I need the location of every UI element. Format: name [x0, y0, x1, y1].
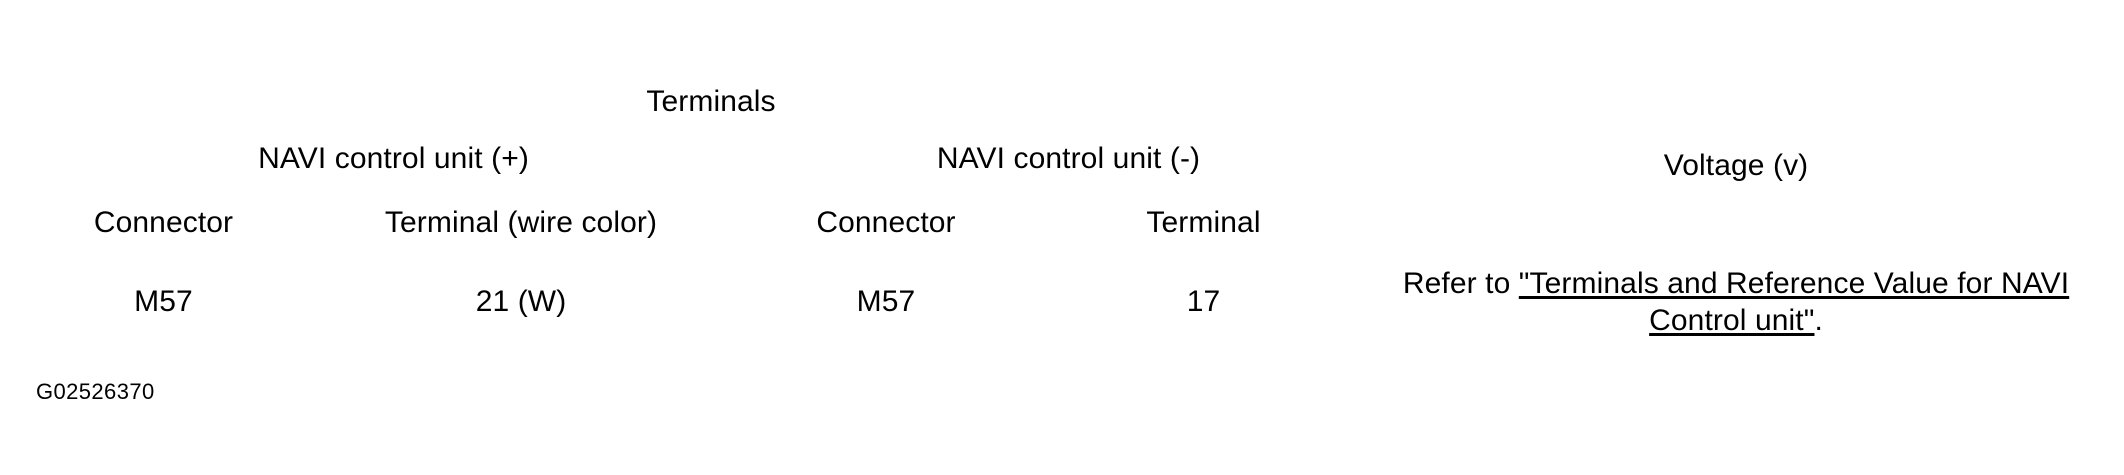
voltage-refer-prefix: Refer to	[1402, 266, 1511, 300]
table-header-row-navi-units: NAVI control unit (+) NAVI control unit …	[36, 129, 2086, 189]
figure-id-caption: G02526370	[36, 379, 155, 404]
voltage-reference-link[interactable]: "Terminals and Reference Value for NAVI …	[1518, 266, 2070, 338]
cell-terminal-negative: 17	[1186, 285, 1221, 319]
table-row: M57 21 (W) M57 17 Refer to "Terminals an…	[36, 257, 2086, 347]
table-header-row-group: Terminals Voltage (v)	[36, 74, 2086, 182]
table-header-row-columns: Connector Terminal (wire color) Connecto…	[36, 189, 2086, 257]
terminals-voltage-table: Terminals Voltage (v) NAVI control unit …	[36, 74, 2087, 347]
header-connector-negative: Connector	[816, 206, 956, 240]
header-connector-positive: Connector	[93, 206, 234, 240]
header-terminal-wire-color: Terminal (wire color)	[384, 206, 658, 240]
header-voltage: Voltage (v)	[1663, 148, 1809, 182]
header-terminals-group: Terminals	[646, 84, 776, 118]
header-navi-control-unit-negative: NAVI control unit (-)	[936, 142, 1201, 176]
header-navi-control-unit-positive: NAVI control unit (+)	[258, 142, 529, 176]
header-terminal-negative: Terminal	[1146, 206, 1261, 240]
cell-connector-positive: M57	[134, 285, 193, 319]
cell-voltage-reference: Refer to "Terminals and Reference Value …	[1386, 257, 2086, 347]
cell-terminal-wire-color: 21 (W)	[475, 285, 567, 319]
voltage-refer-suffix: .	[1814, 304, 1823, 337]
cell-connector-negative: M57	[856, 285, 916, 319]
